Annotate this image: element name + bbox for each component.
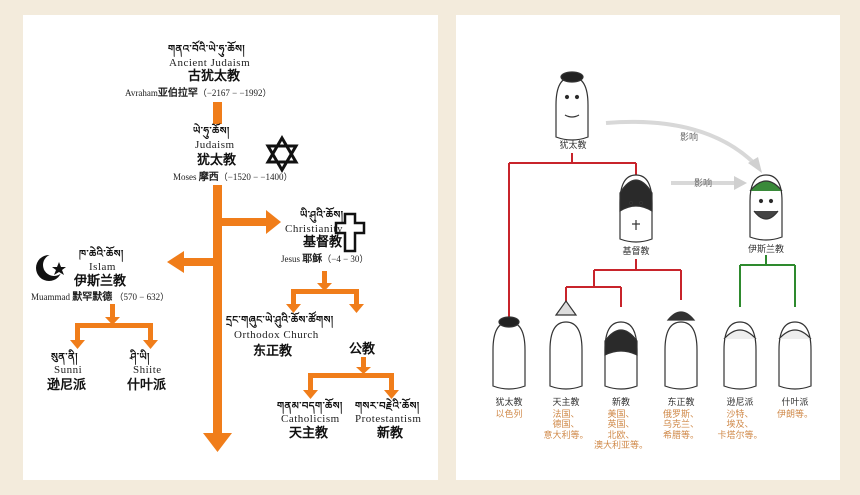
christianity-english: Christianity <box>285 223 343 235</box>
leaf-sub: 俄罗斯、 乌克兰、 希腊等。 <box>662 410 699 441</box>
islam-tibetan: ཁ་ཆེའི་ཆོས། <box>79 249 124 260</box>
catholicism-english: Catholicism <box>281 413 340 425</box>
right-tree-lines <box>492 71 812 390</box>
judaism-chinese: 犹太教 <box>197 153 237 168</box>
leaf-sub: 以色列 <box>495 410 523 420</box>
christianity-founder: Jesus 耶稣（−4 − 30） <box>281 255 368 265</box>
right-diagram-panel: 犹太教 影响 影响 基督教 伊斯兰教 犹太教 以色列 天主教 法国、 德国、 意… <box>456 15 840 480</box>
top-judaism-label: 犹太教 <box>559 141 587 151</box>
founder-name: Avraham <box>125 88 158 98</box>
founder-name-cn: 耶稣 <box>302 254 323 265</box>
shiite-english: Shiite <box>133 364 162 376</box>
judaism-founder: Moses 摩西（−1520 − −1400） <box>173 173 293 183</box>
founder-dates: （−2167 − −1992） <box>197 88 272 98</box>
christianity-chinese: 基督教 <box>303 235 343 250</box>
founder-dates: （−1520 − −1400） <box>218 172 293 182</box>
founder-name-cn: 默罕默德 <box>72 292 113 303</box>
leaf-name: 新教 <box>611 398 630 408</box>
cross-icon <box>334 212 366 253</box>
founder-name: Moses <box>173 172 197 182</box>
christianity-label: 基督教 <box>622 247 650 257</box>
orthodox-tibetan: དྲང་གཞུང་ཡེ་ཤུའི་ཆོས་ཚོགས། <box>226 315 334 326</box>
shiite-tibetan: ཤི་ཡི། <box>130 352 150 363</box>
protestantism-chinese: 新教 <box>377 426 404 441</box>
influence-label-2: 影响 <box>694 179 713 189</box>
ancient-judaism-chinese: 古犹太教 <box>188 69 241 84</box>
arrow-christianity-branch <box>291 289 359 294</box>
sunni-english: Sunni <box>54 364 83 376</box>
ancient-judaism-tibetan: གནའ་བོའི་ཡེ་ཧུ་ཆོས། <box>168 44 246 55</box>
arrow-islam-down <box>110 304 115 318</box>
founder-dates: （570 − 632） <box>114 292 170 302</box>
arrow-catholic-branch <box>308 373 394 378</box>
arrow-trunk-top <box>213 102 222 124</box>
arrow-to-christianity <box>222 218 267 226</box>
star-of-david-icon <box>265 135 299 173</box>
arrow-trunk-main <box>213 185 222 435</box>
islam-founder: Muammad 默罕默德 （570 − 632） <box>31 293 169 303</box>
catholicism-chinese: 天主教 <box>289 426 329 441</box>
protestantism-english: Protestantism <box>355 413 422 425</box>
leaf-name: 天主教 <box>552 398 580 408</box>
orthodox-english: Orthodox Church <box>234 329 319 341</box>
christianity-tibetan: ཡི་ཤུའི་ཆོས། <box>300 210 344 221</box>
orthodox-chinese: 东正教 <box>253 344 293 359</box>
figure-christianity <box>619 174 653 243</box>
leaf-name: 犹太教 <box>495 398 523 408</box>
figure-leaves <box>492 299 812 390</box>
left-arrows <box>36 102 399 452</box>
ancient-judaism-english: Ancient Judaism <box>169 57 251 69</box>
arrow-christianity-down <box>322 271 327 285</box>
catholic-group-label: 公教 <box>349 342 376 357</box>
leaf-sub: 伊朗等。 <box>776 410 813 420</box>
sunni-tibetan: སུན་ནི། <box>51 352 78 363</box>
islam-english: Islam <box>89 261 116 273</box>
leaf-name: 什叶派 <box>781 398 809 408</box>
judaism-english: Judaism <box>195 139 235 151</box>
left-diagram-panel: གནའ་བོའི་ཡེ་ཧུ་ཆོས། Ancient Judaism 古犹太教… <box>23 15 438 480</box>
influence-arrow-1 <box>605 119 758 167</box>
crescent-star-icon <box>36 254 66 281</box>
founder-dates: （−4 − 30） <box>322 254 369 264</box>
arrow-catholic-down <box>361 357 366 369</box>
influence-label-1: 影响 <box>680 133 699 143</box>
leaf-name: 逊尼派 <box>726 398 754 408</box>
leaf-name: 东正教 <box>667 398 695 408</box>
arrow-trunk-head <box>203 433 232 452</box>
arrow-to-christianity-head <box>266 210 281 234</box>
islam-chinese: 伊斯兰教 <box>74 274 127 289</box>
judaism-tibetan: ཡེ་ཧུ་ཆོས། <box>193 126 230 137</box>
ancient-judaism-founder: Avraham亚伯拉罕（−2167 − −1992） <box>125 89 272 99</box>
founder-name: Jesus <box>281 254 301 264</box>
founder-name: Muammad <box>31 292 70 302</box>
leaf-sub: 美国、 英国、 北欧、 澳大利亚等。 <box>593 410 648 452</box>
figure-islam <box>749 174 783 241</box>
catholicism-tibetan: གནམ་བདག་ཆོས། <box>277 401 343 412</box>
leaf-sub: 法国、 德国、 意大利等。 <box>543 410 589 441</box>
figure-judaism-top <box>555 71 589 141</box>
sunni-chinese: 逊尼派 <box>47 378 87 393</box>
green-tree-lines <box>739 255 796 307</box>
leaf-sub: 沙特、 埃及、 卡塔尔等。 <box>717 410 763 441</box>
shiite-chinese: 什叶派 <box>127 378 167 393</box>
arrow-islam-branch <box>75 323 153 328</box>
islam-label: 伊斯兰教 <box>747 245 784 255</box>
founder-name-cn: 摩西 <box>198 172 219 183</box>
founder-name-cn: 亚伯拉罕 <box>157 88 198 99</box>
arrow-to-islam-head <box>167 251 184 273</box>
arrow-to-islam <box>183 258 213 266</box>
red-tree-lines <box>508 153 682 320</box>
protestantism-tibetan: གསར་བརྗེའི་ཆོས། <box>355 401 420 412</box>
